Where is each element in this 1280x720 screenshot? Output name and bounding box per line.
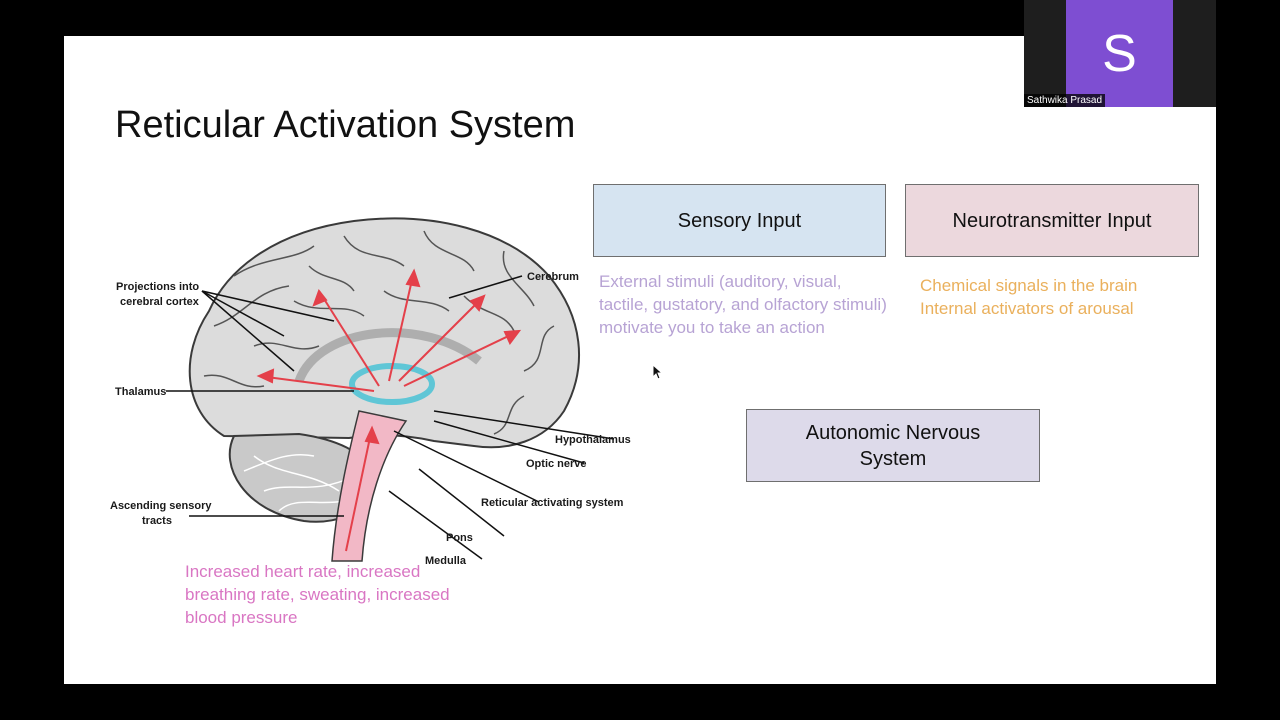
label-medulla: Medulla [425,555,467,567]
cerebellum-folds [243,453,355,512]
label-projections-2: cerebral cortex [120,296,200,308]
slide-title: Reticular Activation System [115,104,576,146]
participant-avatar: S [1066,0,1173,107]
ans-label-line1: Autonomic Nervous [805,421,981,444]
label-ascending-1: Ascending sensory [110,500,212,512]
activation-arrows [256,268,522,552]
sensory-input-box: Sensory Input [593,184,886,257]
ans-label-line2: System [859,447,927,470]
corpus-callosum [294,328,482,383]
autonomic-nervous-system-box: Autonomic Nervous System [746,409,1040,482]
neurotransmitter-input-box: Neurotransmitter Input [905,184,1199,257]
label-cerebrum: Cerebrum [527,271,579,283]
leader-lines [166,275,615,560]
neuro-description-line1: Chemical signals in the brain [920,276,1138,295]
label-optic-nerve: Optic nerve [526,458,587,470]
participant-initial: S [1102,24,1137,83]
neurotransmitter-input-description: Chemical signals in the brain Internal a… [920,274,1200,320]
label-reticular-activating-system: Reticular activating system [481,497,624,509]
participant-video-tile[interactable]: S Sathwika Prasad [1024,0,1216,107]
autonomic-response-description: Increased heart rate, increased breathin… [185,562,450,627]
mouse-pointer-icon [652,364,662,380]
brain-diagram: Projections into cerebral cortex Cerebru… [110,217,631,567]
sensory-input-label: Sensory Input [677,209,802,232]
label-ascending-2: tracts [142,515,172,527]
label-pons: Pons [446,532,473,544]
sensory-input-description: External stimuli (auditory, visual, tact… [599,272,887,337]
label-hypothalamus: Hypothalamus [555,434,631,446]
participant-name-label: Sathwika Prasad [1024,94,1106,107]
presentation-slide: Reticular Activation System [64,36,1216,684]
brainstem [331,410,408,562]
label-thalamus: Thalamus [115,386,166,398]
neuro-description-line2: Internal activators of arousal [920,299,1134,318]
neurotransmitter-input-label: Neurotransmitter Input [952,209,1152,232]
label-projections-1: Projections into [116,281,199,293]
